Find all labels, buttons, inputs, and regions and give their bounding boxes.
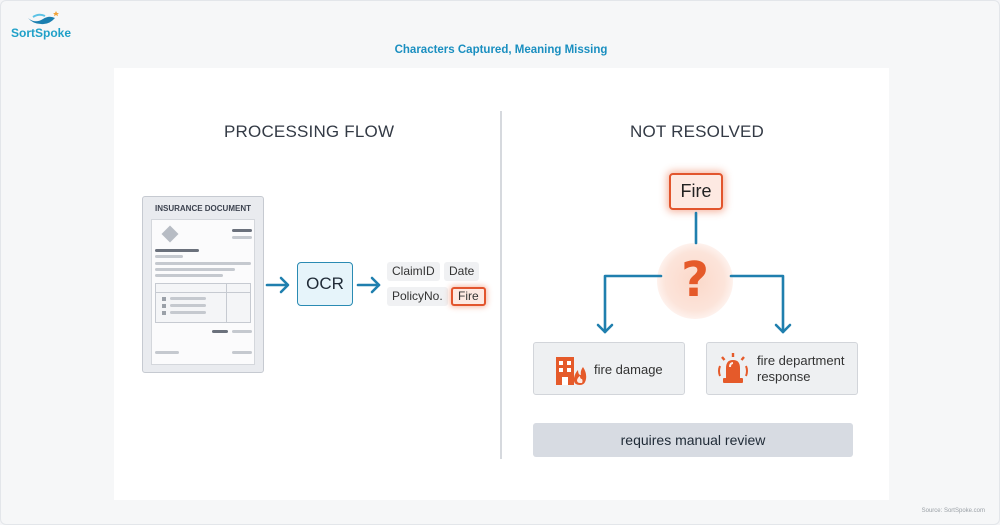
doc-line bbox=[170, 311, 206, 314]
doc-line bbox=[212, 330, 228, 333]
panel-divider bbox=[500, 111, 502, 459]
manual-review-banner: requires manual review bbox=[533, 423, 853, 457]
bullet bbox=[162, 311, 166, 315]
arrowhead-ocr-to-fields bbox=[370, 276, 381, 294]
doc-line bbox=[155, 274, 223, 277]
option-fire-damage: fire damage bbox=[533, 342, 685, 395]
doc-line bbox=[170, 304, 206, 307]
doc-line bbox=[170, 297, 206, 300]
brand-name: SortSpoke bbox=[11, 26, 72, 40]
document-sheet bbox=[151, 219, 255, 365]
doc-line bbox=[155, 249, 199, 252]
arrowhead-doc-to-ocr bbox=[279, 276, 290, 294]
ocr-box: OCR bbox=[297, 262, 353, 306]
processing-flow-heading: PROCESSING FLOW bbox=[224, 122, 395, 141]
doc-line bbox=[232, 236, 252, 239]
option-label-line2: response bbox=[757, 369, 811, 384]
sortspoke-logo: SortSpoke bbox=[11, 9, 81, 41]
table-column-rule bbox=[226, 284, 227, 322]
question-mark-icon: ? bbox=[681, 252, 709, 308]
document-table bbox=[155, 283, 251, 323]
siren-icon bbox=[718, 353, 748, 383]
doc-line bbox=[232, 229, 252, 232]
not-resolved-heading: NOT RESOLVED bbox=[630, 122, 765, 141]
doc-line bbox=[155, 351, 179, 354]
question-glow bbox=[657, 243, 733, 319]
doc-line bbox=[155, 262, 251, 265]
doc-line bbox=[155, 255, 183, 258]
doc-line bbox=[155, 268, 235, 271]
field-date: Date bbox=[444, 262, 480, 281]
field-claim-id: ClaimID bbox=[387, 262, 440, 281]
field-policy-no: PolicyNo. bbox=[387, 287, 448, 306]
doc-line bbox=[232, 351, 252, 354]
option-fire-department-response: fire department response bbox=[706, 342, 858, 395]
arrowhead-fire-department bbox=[774, 323, 792, 334]
option-label-line1: fire department bbox=[757, 353, 845, 368]
source-credit: Source: SortSpoke.com bbox=[921, 508, 985, 514]
insurance-document: INSURANCE DOCUMENT bbox=[142, 196, 264, 373]
bullet bbox=[162, 304, 166, 308]
table-rule bbox=[156, 292, 250, 293]
page-title: Characters Captured, Meaning Missing bbox=[394, 44, 608, 56]
building-fire-icon bbox=[556, 357, 587, 385]
wave-logo-icon bbox=[28, 11, 59, 25]
option-label: fire damage bbox=[594, 362, 663, 377]
arrow-to-fire-damage bbox=[603, 274, 663, 334]
arrow-to-fire-department bbox=[729, 274, 785, 334]
fire-term-box: Fire bbox=[669, 173, 723, 210]
doc-line bbox=[232, 330, 252, 333]
document-label: INSURANCE DOCUMENT bbox=[155, 204, 251, 213]
field-fire-highlighted: Fire bbox=[451, 287, 486, 306]
bullet bbox=[162, 297, 166, 301]
arrowhead-fire-damage bbox=[596, 323, 614, 334]
